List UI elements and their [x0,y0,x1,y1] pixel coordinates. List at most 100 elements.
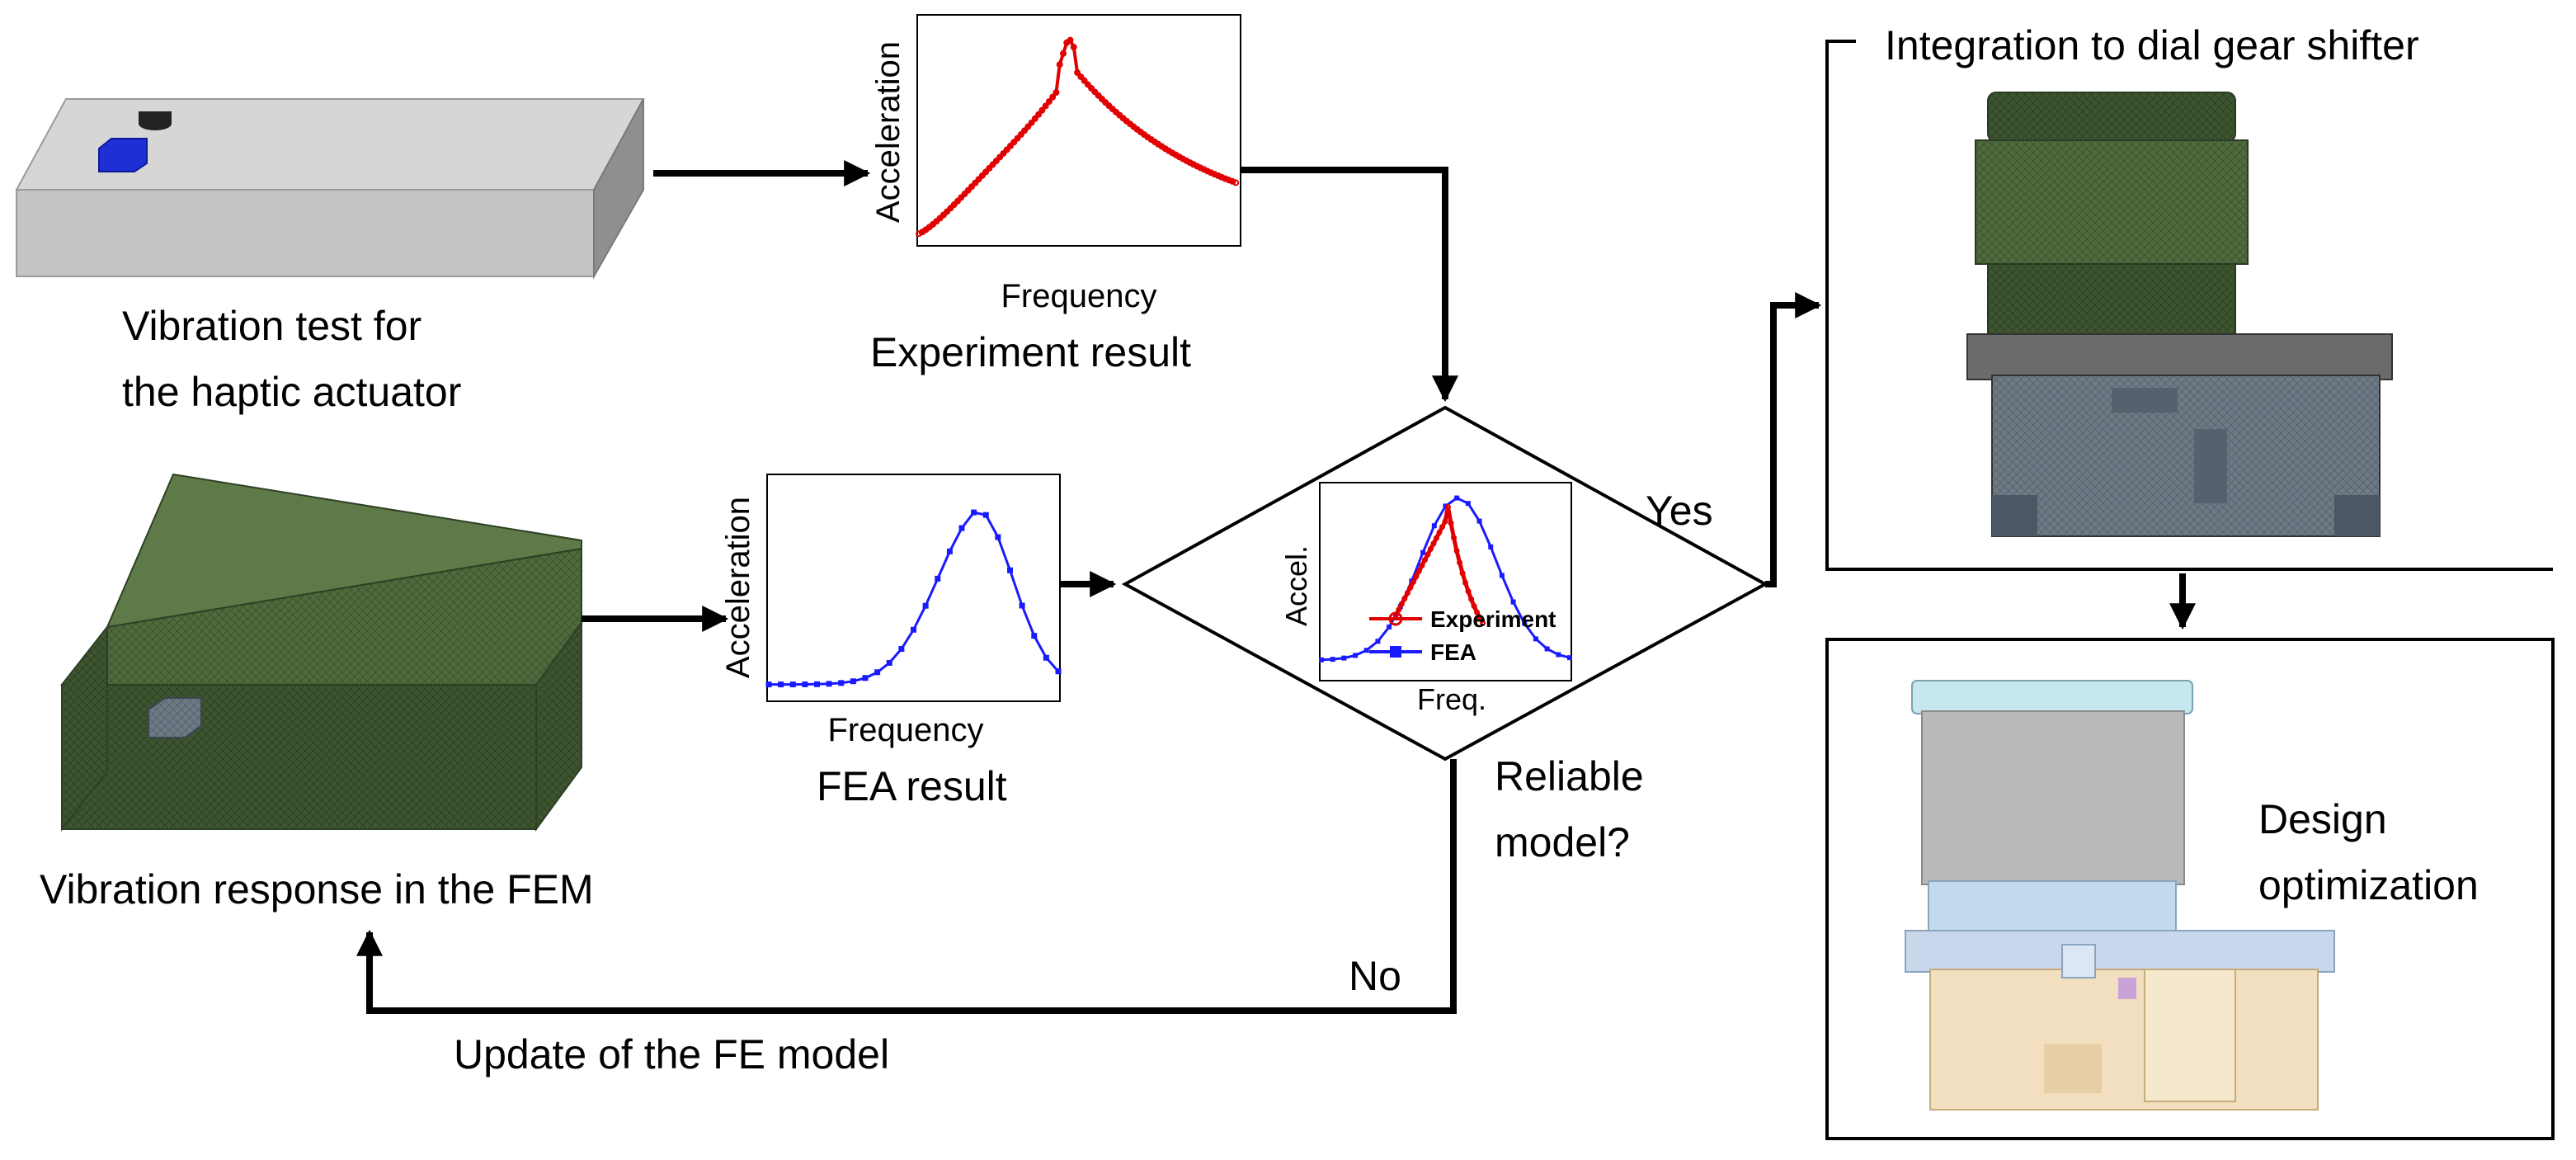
experiment-result-label: Experiment result [870,329,1191,375]
fea-result-label: FEA result [817,763,1007,809]
curve-marker [765,681,772,688]
curve-marker [1407,584,1414,591]
vibration-test-label-line2: the haptic actuator [122,369,461,415]
curve-marker [986,164,993,172]
curve-marker [936,215,944,222]
curve-marker [1488,544,1494,549]
curve-marker [1533,636,1538,642]
curve-marker [1375,639,1381,644]
integration-box: Integration to dial gear shifter [1825,22,2553,571]
no-label: No [1349,953,1401,999]
curve-marker [1522,620,1528,626]
curve-marker [886,659,892,666]
optimized-shifter-model [1905,680,2335,1110]
curve-marker [1420,549,1426,555]
curve-marker [1454,495,1460,501]
update-model-label: Update of the FE model [454,1031,889,1077]
arrow-yes-to-integration [1765,292,1822,587]
curve-marker [1448,520,1454,526]
curve-marker [911,626,916,633]
curve-marker [1091,88,1099,96]
curve-marker [1003,146,1010,153]
curve-marker [1421,557,1428,563]
curve-marker [1232,179,1240,186]
curve-marker [1398,601,1405,607]
curve-marker [1476,518,1482,524]
fea-chart: Acceleration Frequency [720,474,1062,748]
curve-marker [946,548,953,554]
curve-marker [1442,518,1448,525]
curve-marker [1465,588,1472,595]
curve-marker [1363,648,1369,653]
curve-marker [802,681,808,687]
curve-marker [1070,44,1077,51]
curve-marker [1465,501,1471,507]
curve-marker [1431,523,1437,529]
curve-marker [1341,655,1347,661]
curve-marker [850,678,856,685]
curve-marker [1510,599,1516,605]
curve-marker [958,194,965,201]
curve-marker [1077,73,1085,80]
curve-marker [1098,96,1105,103]
integration-label: Integration to dial gear shifter [1885,22,2419,68]
curve-marker [1028,119,1035,126]
curve-marker [1499,573,1505,578]
legend-experiment: Experiment [1430,606,1556,632]
curve-marker [968,183,976,191]
curve-marker [944,208,951,215]
design-box: Design optimization [1825,638,2555,1140]
curve-marker [898,646,905,653]
curve-marker [1000,149,1007,157]
curve-marker [1419,562,1425,568]
curve-marker [1007,567,1013,573]
design-label-line2: optimization [2258,862,2479,908]
curve-marker [1006,142,1014,149]
curve-marker [1084,81,1091,88]
reliable-label-line2: model? [1495,819,1630,865]
curve-marker [1415,568,1422,574]
curve-marker [1404,590,1410,597]
experiment-curve [918,37,1236,235]
curve-marker [826,681,832,687]
curve-marker [950,201,958,209]
curve-marker [1067,36,1074,44]
curve-marker [935,575,941,582]
curve-marker [940,211,947,219]
curve-marker [1031,633,1038,639]
curve-marker [1430,540,1437,547]
curve-marker [1453,548,1460,554]
curve-marker [1017,131,1024,139]
curve-marker [1055,668,1062,675]
curve-marker [1225,177,1232,184]
legend-fea: FEA [1430,639,1476,665]
curve-marker [989,161,996,168]
curve-marker [1433,535,1439,541]
curve-marker [933,218,940,225]
curve-marker [964,186,972,194]
curve-marker [874,669,881,676]
curve-marker [995,534,1001,540]
fem-response-label: Vibration response in the FEM [40,866,594,912]
arrow-no-feedback [356,759,1457,1014]
curve-marker [1021,127,1029,134]
curve-marker [1059,50,1067,57]
curve-marker [1043,654,1049,661]
curve-marker [1222,175,1229,182]
curve-marker [1567,655,1572,661]
curve-marker [1471,603,1477,610]
curve-marker [1427,545,1434,552]
curve-marker [1462,579,1469,586]
curve-marker [1468,596,1475,602]
curve-marker [1049,93,1057,101]
curve-marker [992,157,1000,164]
curve-marker [982,168,990,176]
fea-ylabel: Acceleration [720,497,756,678]
curve-marker [1010,139,1018,146]
curve-marker [814,681,820,687]
curve-marker [922,602,929,609]
curve-marker [862,675,869,681]
curve-marker [996,153,1004,161]
comparison-xlabel: Freq. [1417,682,1486,716]
